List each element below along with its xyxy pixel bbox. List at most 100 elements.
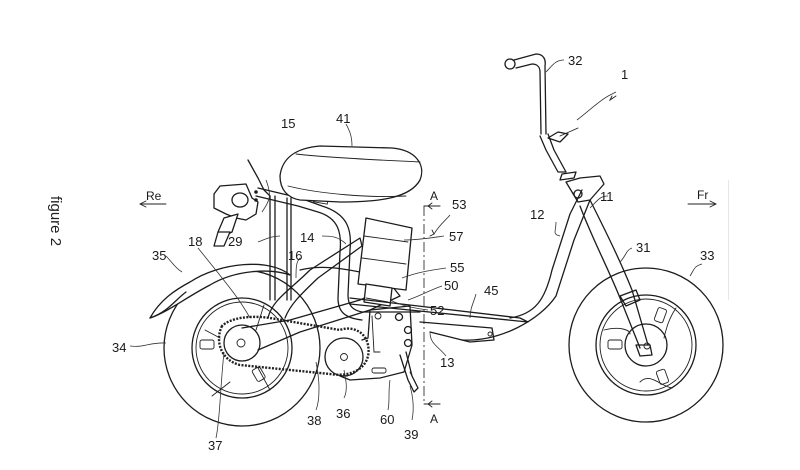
- motor-bracket: [371, 315, 381, 353]
- front-rim-slot: [607, 339, 623, 350]
- leader-38: [315, 361, 320, 411]
- label-53: 53: [452, 197, 466, 212]
- rear-rim-slot: [199, 339, 215, 350]
- leader-12: [554, 221, 561, 237]
- front-fork: [579, 199, 649, 349]
- reference-labels: 1 11 12 13 14 15 16 18 29 31 32 33 34 35…: [112, 53, 714, 453]
- steering-collar: [559, 171, 577, 181]
- rear-axle: [236, 338, 246, 348]
- direction-front-label: Fr: [697, 188, 708, 202]
- rear-rim: [191, 297, 293, 399]
- leader-35: [165, 255, 183, 273]
- battery-assembly: [357, 217, 413, 307]
- front-spokes: [603, 307, 677, 389]
- leader-34: [129, 342, 167, 347]
- tail-light-lens: [231, 192, 249, 208]
- leader-57: [403, 235, 445, 241]
- label-15: 15: [281, 116, 295, 131]
- drive-chain: [217, 315, 370, 376]
- leader-18: [197, 247, 251, 319]
- brake-lever: [559, 127, 579, 137]
- floor-step: [349, 297, 529, 323]
- rear-frame-brace: [299, 266, 361, 273]
- battery-lid-line-bottom: [361, 257, 407, 265]
- label-57: 57: [449, 229, 463, 244]
- section-label-top: A: [430, 189, 438, 203]
- handlebar-grip: [504, 58, 516, 70]
- front-rim-slot: [655, 368, 669, 385]
- battery-lid-line-top: [363, 235, 409, 243]
- label-12: 12: [530, 207, 544, 222]
- rail-bolt: [254, 198, 258, 202]
- stand-spring: [409, 371, 415, 381]
- drive-sprocket-hub: [340, 353, 348, 361]
- leader-52: [389, 299, 429, 311]
- leader-11: [589, 195, 609, 209]
- label-34: 34: [112, 340, 126, 355]
- leader-14: [321, 235, 347, 245]
- leader-lines: [129, 59, 703, 439]
- down-frame-rear: [461, 199, 591, 341]
- front-rim-slot: [653, 307, 667, 324]
- rear-hub: [223, 324, 261, 362]
- seat-frame-outer: [257, 187, 421, 313]
- rear-stay: [269, 195, 292, 301]
- front-wheel: [568, 267, 724, 423]
- direction-rear-label: Re: [146, 189, 162, 203]
- leader-16: [295, 257, 301, 279]
- leader-29: [257, 235, 281, 243]
- seat-frame-inner: [255, 195, 363, 321]
- label-18: 18: [188, 234, 202, 249]
- motor-slot: [371, 367, 387, 374]
- leader-39: [409, 385, 414, 421]
- head-pipe-bolt: [573, 189, 583, 199]
- brake-lever-mount: [547, 131, 569, 143]
- leader-50: [407, 285, 443, 301]
- leader-36: [343, 369, 347, 399]
- label-1: 1: [621, 67, 628, 82]
- leader-37: [215, 351, 225, 439]
- label-11: 11: [600, 189, 614, 204]
- license-bracket: [213, 231, 231, 247]
- label-36: 36: [336, 406, 350, 421]
- motor-housing: [339, 305, 413, 381]
- label-35: 35: [152, 248, 166, 263]
- tail-light-housing: [213, 183, 259, 221]
- handlebar: [513, 53, 547, 135]
- front-hub: [624, 323, 668, 367]
- leader-1-arrow: [608, 95, 617, 102]
- label-38: 38: [307, 413, 321, 428]
- rear-fender-tip: [149, 291, 187, 319]
- leader-32: [545, 59, 565, 73]
- rail-bolt: [254, 190, 258, 194]
- label-13: 13: [440, 355, 454, 370]
- leader-60: [387, 379, 391, 411]
- seat-base: [287, 185, 407, 197]
- rear-rim-inner: [195, 301, 289, 395]
- battery-case: [357, 217, 413, 291]
- leader-41: [345, 123, 353, 147]
- fork-end: [635, 344, 653, 357]
- down-frame-front: [509, 189, 583, 319]
- seat-seam: [295, 153, 421, 163]
- head-pipe: [565, 175, 605, 203]
- rear-rim-slot: [251, 366, 266, 382]
- floor-bracket-bolt: [487, 331, 493, 337]
- label-37: 37: [208, 438, 222, 453]
- side-stand: [399, 351, 419, 393]
- grab-rail: [247, 159, 271, 197]
- leader-53-arrow: [429, 229, 435, 237]
- battery-base-ribs: [365, 297, 389, 303]
- label-45: 45: [484, 283, 498, 298]
- front-rim-inner: [599, 298, 693, 392]
- label-14: 14: [300, 230, 314, 245]
- floor-frame-bracket: [419, 321, 495, 343]
- leader-1: [576, 91, 617, 121]
- direction-rear-arrow: [138, 200, 167, 208]
- leader-45: [469, 293, 477, 319]
- leader-31: [619, 247, 633, 263]
- label-29: 29: [228, 234, 242, 249]
- front-axle: [643, 342, 651, 350]
- steering-stem: [539, 133, 567, 173]
- label-55: 55: [450, 260, 464, 275]
